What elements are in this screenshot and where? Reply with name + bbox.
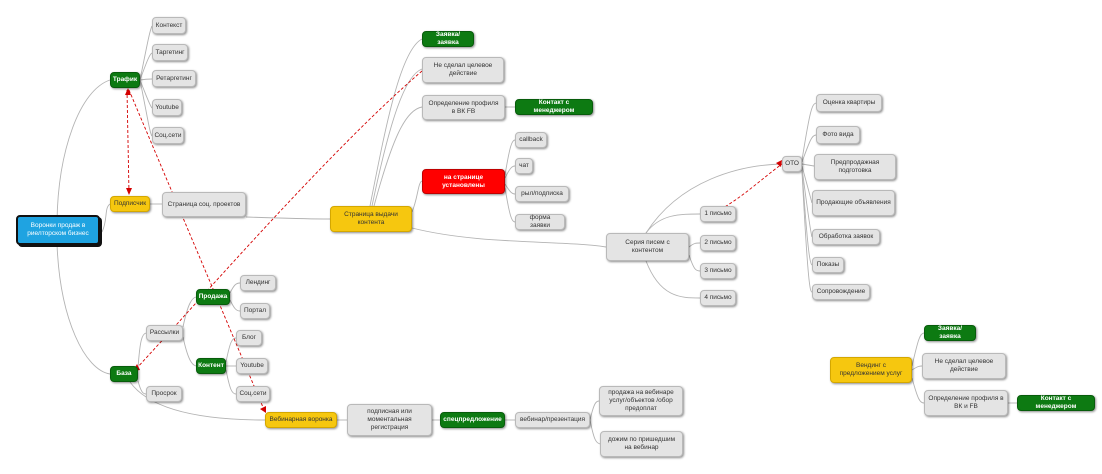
no-action-bottom-node[interactable]: Не сделал целевое действие xyxy=(922,353,1006,379)
letter2-node[interactable]: 2 письмо xyxy=(700,235,736,251)
photo-node[interactable]: Фото вида xyxy=(816,126,860,144)
contact-manager-bottom-node[interactable]: Контакт с менеджером xyxy=(1017,395,1095,411)
content-page-node[interactable]: Страница выдачи контента xyxy=(330,206,412,232)
youtube-content-node[interactable]: Youtube xyxy=(236,358,268,374)
leads-processing-node[interactable]: Обработка заявок xyxy=(812,229,880,245)
chat-node[interactable]: чат xyxy=(515,158,533,174)
root-node[interactable]: Воронки продаж в риелторском бизнес xyxy=(16,215,100,245)
on-page-node[interactable]: на странице установлены xyxy=(422,169,505,194)
context-node[interactable]: Контекст xyxy=(152,17,186,34)
retargeting-node[interactable]: Ретаргетинг xyxy=(152,70,196,87)
callback-node[interactable]: callback xyxy=(515,132,547,148)
base-node[interactable]: База xyxy=(110,366,138,382)
letter4-node[interactable]: 4 письмо xyxy=(700,290,736,306)
content-node[interactable]: Контент xyxy=(196,358,226,374)
blog-node[interactable]: Блог xyxy=(236,330,262,346)
webinar-funnel-node[interactable]: Вебинарная воронка xyxy=(265,412,337,428)
selling-ads-node[interactable]: Продающие объявления xyxy=(812,190,895,216)
profile-vk-bottom-node[interactable]: Определение профиля в ВК и FB xyxy=(924,390,1008,416)
social-pages-node[interactable]: Страница соц. проектов xyxy=(162,192,246,217)
request-top-node[interactable]: Заявка/заявка xyxy=(422,31,474,47)
subscription-reg-node[interactable]: подписная или моментальная регистрация xyxy=(347,404,432,436)
oto-node[interactable]: ОТО xyxy=(782,156,802,172)
youtube-traffic-node[interactable]: Youtube xyxy=(152,99,182,116)
showings-node[interactable]: Показы xyxy=(812,257,844,273)
request-bottom-node[interactable]: Заявка/заявка xyxy=(924,325,976,341)
presale-node[interactable]: Предпродажная подготовка xyxy=(814,154,896,180)
special-offer-node[interactable]: спецпредложение xyxy=(440,412,505,428)
letter1-node[interactable]: 1 письмо xyxy=(700,206,736,222)
followup-node[interactable]: дожим по пришедшим на вебинар xyxy=(600,431,683,457)
portal-node[interactable]: Портал xyxy=(240,303,270,319)
letter3-node[interactable]: 3 письмо xyxy=(700,263,736,279)
social-traffic-node[interactable]: Соц.сети xyxy=(152,127,184,144)
profile-vk-node[interactable]: Определение профиля в ВК FB xyxy=(422,95,505,120)
targeting-node[interactable]: Таргетинг xyxy=(152,44,188,61)
subscriber-node[interactable]: Подписчик xyxy=(110,196,150,212)
webinar-presentation-node[interactable]: вебинар/презентация xyxy=(515,412,590,428)
overdue-node[interactable]: Просрок xyxy=(146,386,182,402)
request-form-node[interactable]: форма заявки xyxy=(515,214,565,230)
support-node[interactable]: Сопровождение xyxy=(812,284,870,300)
landing-node[interactable]: Лендинг xyxy=(240,275,276,291)
mail-subscription-node[interactable]: рыл/подписка xyxy=(515,186,569,202)
no-action-top-node[interactable]: Не сделал целевое действие xyxy=(422,57,504,83)
sale-webinar-node[interactable]: продажа на вебинаре услуг/объектов /обор… xyxy=(599,386,683,416)
email-series-node[interactable]: Серия писем с контентом xyxy=(606,233,689,261)
apartment-eval-node[interactable]: Оценка квартиры xyxy=(816,94,882,112)
sales-node[interactable]: Продажа xyxy=(196,289,230,305)
contact-manager-top-node[interactable]: Контакт с менеджером xyxy=(515,99,593,115)
social-content-node[interactable]: Соц.сети xyxy=(236,386,270,402)
vending-node[interactable]: Вендинг с предложением услуг xyxy=(830,357,912,383)
mailing-node[interactable]: Рассылки xyxy=(146,325,183,341)
traffic-node[interactable]: Трафик xyxy=(110,72,140,88)
